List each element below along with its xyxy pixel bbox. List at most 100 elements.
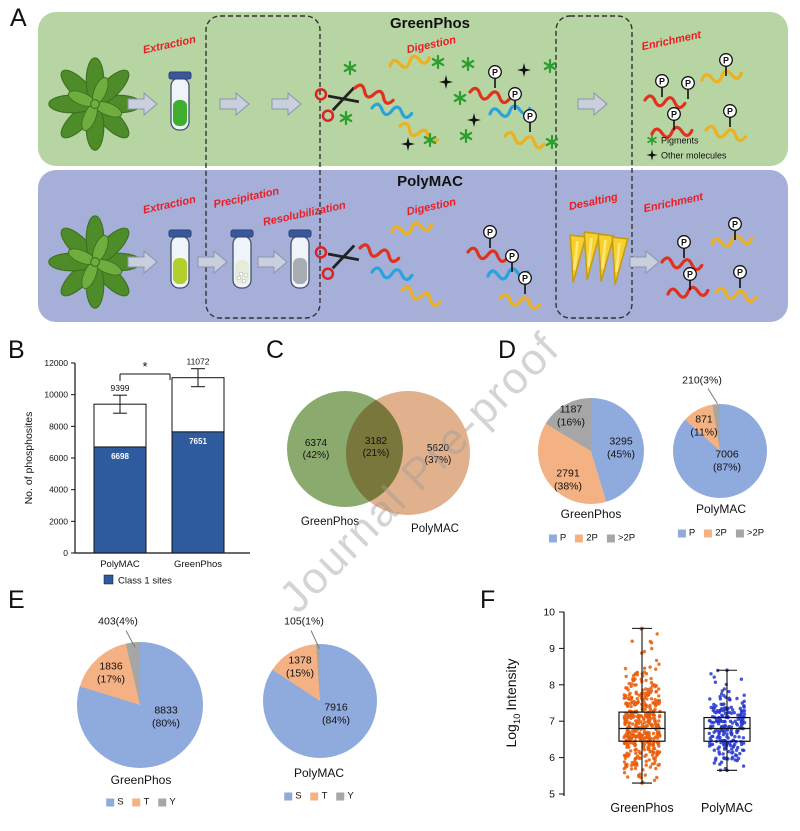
pie-legend-swatch	[704, 529, 713, 537]
scatter-point	[731, 708, 735, 712]
scatter-point	[627, 724, 631, 728]
scatter-point	[731, 745, 736, 749]
scatter-point	[633, 766, 638, 771]
pie-multiplicity-polymac	[673, 404, 767, 498]
scatter-point	[739, 723, 744, 727]
tube-icon	[168, 229, 192, 289]
scatter-point	[651, 701, 655, 705]
venn-right-name: PolyMAC	[411, 523, 459, 535]
bar-class1	[171, 431, 225, 554]
scatter-point	[713, 758, 718, 762]
pie-multiplicity-greenphos	[538, 398, 644, 504]
scatter-point	[630, 639, 634, 643]
scatter-point	[713, 680, 718, 684]
scatter-point	[721, 752, 725, 756]
scatter-point	[638, 751, 642, 755]
pie-legend-swatch	[548, 534, 557, 542]
scatter-point	[718, 694, 722, 699]
greenphos-title: GreenPhos	[390, 15, 470, 32]
y-tick-label: 8000	[49, 421, 68, 431]
venn-circle-polymac	[346, 391, 470, 515]
pie-slice-label: 1187(16%)	[556, 403, 586, 428]
scatter-point	[721, 709, 725, 713]
scatter-point	[623, 756, 628, 760]
scatter-point	[631, 674, 636, 678]
other-molecules-legend-label: Other molecules	[661, 151, 727, 161]
scatter-point	[629, 767, 634, 771]
scatter-point	[644, 678, 648, 683]
scatter-point	[715, 736, 719, 740]
scatter-point	[634, 756, 638, 760]
scatter-point	[726, 736, 730, 740]
scatter-point	[637, 693, 641, 697]
scatter-point	[625, 703, 630, 708]
pie-legend-item: >2P	[606, 533, 635, 544]
scatter-point	[723, 711, 728, 716]
bar-total-value: 9399	[111, 383, 130, 393]
pie-slice-callout-label: 403(4%)	[98, 615, 138, 628]
scatter-point	[654, 766, 658, 771]
scatter-point	[635, 714, 640, 719]
pie-legend-label: P	[559, 532, 567, 544]
scatter-point	[735, 758, 739, 763]
scatter-point	[623, 718, 627, 723]
pie-slice-label: 7916(84%)	[321, 701, 351, 726]
bar-class1-value: 6698	[111, 452, 129, 461]
scatter-point	[629, 749, 633, 753]
scatter-point	[637, 773, 641, 778]
venn-right-pct: (37%)	[425, 455, 452, 466]
scatter-point	[642, 743, 647, 747]
scatter-point	[724, 728, 728, 732]
dashed-highlight-box-cleanup	[205, 15, 321, 319]
venn-overlap-pct: (21%)	[363, 448, 390, 459]
scatter-point	[626, 754, 630, 758]
scatter-point	[741, 736, 746, 740]
pie-legend-label: S	[295, 790, 302, 802]
y-tick-label: 6000	[49, 453, 68, 463]
scatter-point	[646, 720, 650, 724]
scatter-point	[646, 745, 650, 749]
pie-legend-swatch	[132, 798, 141, 806]
scatter-point	[654, 667, 658, 671]
pie-legend-swatch	[106, 798, 115, 806]
scatter-point	[738, 751, 742, 756]
scatter-point	[648, 706, 652, 710]
scatter-point	[734, 722, 739, 726]
scatter-point	[634, 722, 639, 726]
scatter-point	[738, 714, 742, 718]
pie-legend-swatch	[284, 792, 293, 800]
scatter-point	[729, 705, 733, 709]
pie-legend-item: T	[132, 796, 150, 808]
x-group-label: PolyMAC	[701, 801, 753, 815]
scatter-point	[639, 720, 643, 724]
scatter-point	[735, 730, 739, 735]
scatter-point	[657, 702, 661, 706]
scatter-point	[740, 748, 745, 752]
x-group-label: GreenPhos	[610, 801, 673, 815]
venn-left-pct: (42%)	[303, 450, 330, 461]
scatter-point	[626, 775, 630, 779]
panel-d-label: D	[498, 336, 517, 364]
pigments-legend-label: Pigments	[661, 136, 699, 146]
pie-legend-swatch	[735, 529, 744, 537]
scatter-point	[628, 714, 632, 718]
y-tick-label: 7	[549, 716, 555, 728]
scatter-point	[652, 715, 656, 720]
pie-slice-label: 8833(80%)	[151, 704, 181, 729]
scatter-point	[623, 721, 627, 725]
scatter-point	[634, 690, 638, 694]
scatter-point	[648, 639, 652, 644]
pie-legend-label: T	[143, 796, 150, 808]
pie-slice-label: 1378(15%)	[285, 654, 315, 679]
scatter-point	[626, 734, 631, 739]
scatter-point	[723, 747, 727, 751]
scatter-point	[624, 741, 628, 745]
scatter-point	[711, 708, 715, 713]
pie-legend-swatch	[606, 534, 615, 542]
plant-icon	[48, 57, 142, 151]
